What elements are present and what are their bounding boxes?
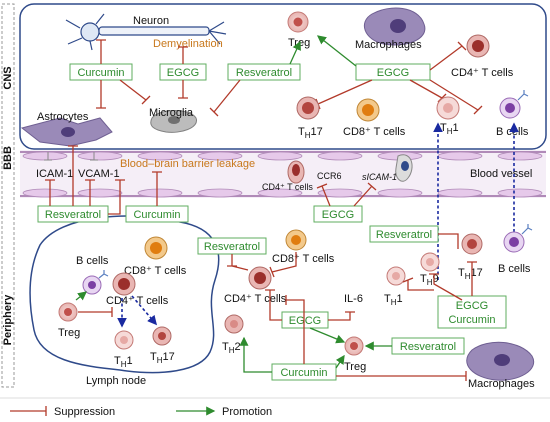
region-periphery-label: Periphery [2, 294, 14, 346]
treg-lymph-label: Treg [58, 327, 80, 339]
region-cns-label: CNS [2, 66, 14, 89]
sicam1-label: sICAM-1 [362, 172, 397, 182]
bcell-top [499, 90, 529, 119]
bcells-lymph-label: B cells [76, 255, 109, 267]
endothelial-cells [22, 151, 543, 198]
neuron-icon [65, 13, 227, 51]
resveratrol-periph-treg-label: Resveratrol [400, 341, 456, 353]
egcg-cns-right-label: EGCG [377, 67, 409, 79]
curcumin-cns-label: Curcumin [77, 67, 124, 79]
icam1-icon [44, 152, 52, 161]
th17-periph-label: TH17 [458, 267, 483, 281]
curcumin-bbb-label: Curcumin [133, 209, 180, 221]
egcg-cns-right-box [355, 63, 431, 81]
th1-cell-lymph [114, 330, 134, 350]
cd4-cell-lymph [112, 272, 136, 296]
th17-top-label: TH17 [298, 126, 323, 140]
vcam1-icon [90, 152, 98, 161]
lymph-regulation-lines [75, 291, 158, 328]
astrocyte-nucleus [61, 127, 75, 137]
cd8-lymph-label: CD8⁺ T cells [124, 265, 187, 277]
microglia-label: Microglia [149, 107, 194, 119]
legend-promotion-label: Promotion [222, 406, 272, 418]
cd8-cell-lymph [144, 236, 168, 260]
cd4-periph-label: CD4⁺ T cells [224, 293, 287, 305]
th1-lymph-label: TH1 [114, 355, 133, 369]
resveratrol-bbb-label: Resveratrol [45, 209, 101, 221]
il6-label: IL-6 [344, 293, 363, 305]
macrophage-nucleus-periph [494, 354, 510, 366]
bcells-periph-right-label: B cells [498, 263, 531, 275]
microglia-nucleus [168, 116, 180, 124]
th1-top-label: TH1 [440, 122, 459, 136]
cd4-bbb-label: CD4⁺ T cells [262, 182, 313, 192]
macrophages-top-label: Macrophages [355, 39, 422, 51]
resveratrol-periph-left-label: Resveratrol [204, 241, 260, 253]
cd8-cell-periph [285, 229, 307, 251]
bcell-periph-right [503, 224, 533, 253]
bcells-top-label: B cells [496, 126, 529, 138]
bbb-leakage-label: Blood–brain barrier leakage [120, 158, 255, 170]
vcam1-label: VCAM-1 [78, 168, 120, 180]
resveratrol-cns-box [227, 63, 301, 81]
cd8-cell-top [356, 98, 380, 122]
cd4-cell-periph [248, 266, 272, 290]
egcg-periph-mid-label: EGCG [289, 315, 321, 327]
curcumin-periph-right-label: Curcumin [448, 314, 495, 326]
cd8-periph-label: CD8⁺ T cells [272, 253, 335, 265]
lymph-node-label: Lymph node [86, 375, 146, 387]
th1-cell-periph [386, 266, 406, 286]
th2-periph-label: TH2 [222, 341, 241, 355]
demyelination-label: Demyelination [153, 38, 223, 50]
blood-vessel-label: Blood vessel [470, 168, 532, 180]
astrocytes-label: Astrocytes [37, 111, 89, 123]
bcell-lymph [82, 270, 109, 295]
cd4-cell-top [466, 34, 490, 58]
th17-cell-periph [461, 233, 483, 255]
curcumin-periph-bottom-label: Curcumin [280, 367, 327, 379]
cd4-top-label: CD4⁺ T cells [451, 67, 514, 79]
macrophages-periph-label: Macrophages [468, 378, 535, 390]
egcg-bbb-label: EGCG [322, 209, 354, 221]
th1-periph-label: TH1 [384, 293, 403, 307]
monocyte-nucleus [401, 161, 409, 171]
neuron-label: Neuron [133, 15, 169, 27]
th9-cell-periph [420, 252, 440, 272]
th1-cell-top [436, 96, 460, 120]
ccr6-label: CCR6 [317, 171, 342, 181]
th17-lymph-label: TH17 [150, 351, 175, 365]
egcg-bbb-box [313, 205, 363, 223]
region-bracket [1, 3, 15, 388]
legend-suppression-label: Suppression [54, 406, 115, 418]
egcg-curcumin-periph-box [437, 295, 507, 329]
th17-cell-top [296, 96, 320, 120]
cd8-top-label: CD8⁺ T cells [343, 126, 406, 138]
macrophage-nucleus-top [390, 19, 406, 33]
resveratrol-periph-right-label: Resveratrol [376, 229, 432, 241]
region-bbb-label: BBB [2, 146, 14, 170]
treg-cell-periph [344, 336, 364, 356]
cd4-cell-bbb [287, 160, 305, 184]
bbb-regulation-lines [45, 122, 519, 280]
th17-cell-lymph [152, 326, 172, 346]
th2-cell-periph [224, 314, 244, 334]
resveratrol-cns-label: Resveratrol [236, 67, 292, 79]
periph-mid-regulation-lines [227, 252, 467, 381]
egcg-periph-right-label: EGCG [456, 300, 488, 312]
treg-cell-top [287, 11, 309, 33]
treg-periph-label: Treg [344, 361, 366, 373]
cd4-lymph-label: CD4⁺ T cells [106, 295, 169, 307]
legend-suppression-icon [10, 406, 47, 416]
periph-right-regulation-lines [402, 233, 477, 301]
egcg-cns-label: EGCG [167, 67, 199, 79]
treg-cell-lymph [58, 302, 78, 322]
th9-periph-label: TH9 [420, 273, 439, 287]
icam1-label: ICAM-1 [36, 168, 73, 180]
